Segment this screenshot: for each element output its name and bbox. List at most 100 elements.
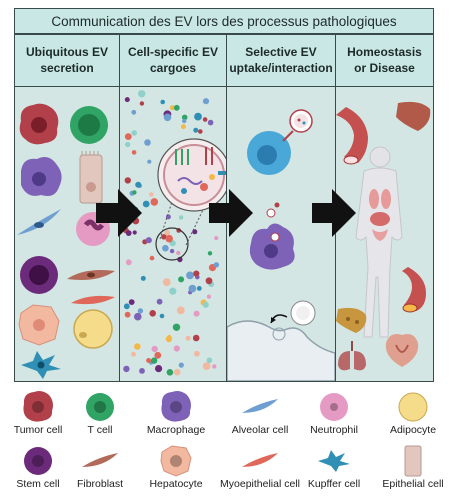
uptake-illustration (227, 109, 335, 381)
ev-particle (169, 105, 175, 111)
adipocyte-icon (73, 309, 113, 349)
diseased-liver-icon (336, 307, 367, 333)
ev-particle (142, 200, 150, 208)
ev-particle (150, 198, 159, 206)
stem-cell-icon (24, 447, 52, 475)
zoom-circle (155, 227, 189, 261)
ev-particle (167, 334, 172, 340)
ev-particle (214, 236, 219, 241)
ev-particle (131, 150, 137, 155)
t-cell-icon (70, 106, 108, 144)
column-outcome: Homeostasis or Disease (336, 35, 433, 381)
ev-particle (176, 250, 181, 256)
ev-particle (186, 271, 194, 280)
column-header-uptake: Selective EV uptake/interaction (227, 35, 335, 87)
ev-particle (146, 358, 152, 363)
legend-label: Alveolar cell (231, 424, 289, 436)
hepatocyte-icon (160, 445, 192, 477)
tumor-cell-icon (19, 103, 59, 145)
magnified-ev-icon (157, 138, 226, 212)
ev-particle (134, 343, 141, 350)
column-body-secretion (15, 87, 119, 381)
ev-particle (145, 237, 152, 244)
ev-particle (182, 118, 187, 124)
arrow-right-icon (312, 189, 356, 237)
kupffer-cell-icon (21, 351, 61, 379)
ev-particle (135, 181, 142, 188)
ev-particle (150, 357, 158, 364)
ev-particle (202, 98, 210, 105)
ev-particle (192, 334, 200, 342)
legend-label: T cell (87, 424, 113, 436)
ev-particle (178, 362, 184, 368)
column-cargoes: Cell-specific EV cargoes (120, 35, 226, 381)
ev-particle (202, 117, 208, 122)
legend-label: Tumor cell (13, 424, 63, 436)
ev-particle (196, 286, 202, 291)
alveolar-cell-icon (242, 399, 278, 413)
legend-label: Fibroblast (76, 478, 124, 490)
legend-label: Neutrophil (310, 424, 358, 436)
adipocyte-icon (398, 392, 428, 422)
ev-particle (173, 104, 180, 111)
human-body-icon (355, 146, 403, 338)
ev-particle (198, 129, 203, 134)
ev-particle (194, 112, 202, 121)
ev-particle (147, 159, 152, 164)
fibroblast-icon (82, 453, 118, 467)
ev-particle (176, 306, 185, 315)
ev-particle (123, 365, 130, 373)
column-header-secretion: Ubiquitous EV secretion (15, 35, 119, 87)
recipient-cell-icon (247, 131, 291, 175)
ev-particle (181, 114, 188, 121)
column-body-uptake (227, 87, 335, 381)
ev-particle (162, 244, 169, 252)
ev-particle (140, 275, 146, 281)
legend-label: Macrophage (146, 424, 206, 436)
ev-particle (207, 251, 213, 256)
ev-particle (124, 97, 130, 103)
legend-label: Hepatocyte (149, 478, 203, 490)
diagram-title: Communication des EV lors des processus … (14, 8, 434, 34)
ev-particle (205, 277, 213, 285)
ev-particle (160, 99, 165, 105)
ev-particle (139, 101, 145, 106)
diagram-panel: Ubiquitous EV secretion (14, 34, 434, 382)
ev-particle (134, 312, 142, 321)
ev-particle (166, 369, 174, 376)
ev-particle (156, 298, 163, 305)
ev-particle (131, 130, 137, 136)
ev-particle (163, 113, 172, 122)
ev-particle (172, 323, 181, 331)
ev-particle (206, 294, 211, 299)
ev-particle (193, 310, 200, 317)
heart-icon (385, 334, 419, 367)
ev-particle (178, 215, 184, 220)
ev-particle (125, 141, 131, 148)
column-header-cargoes: Cell-specific EV cargoes (120, 35, 226, 87)
ev-particle (154, 351, 162, 359)
ev-particle (202, 362, 211, 370)
ev-particle (149, 310, 156, 317)
ev-particle (131, 351, 136, 357)
column-body-outcome (336, 87, 433, 381)
ev-particle (180, 124, 186, 130)
ev-particle (132, 230, 137, 235)
ev-particle (193, 127, 199, 133)
legend-label: Myoepithelial cell (220, 478, 300, 490)
hepatocyte-icon (18, 304, 60, 346)
neutrophil-icon (320, 393, 348, 421)
ev-particle (137, 308, 144, 314)
column-body-cargoes (120, 87, 226, 381)
ev-particle (169, 287, 177, 295)
cell-type-legend: Tumor cell T cell Macrophage Alveolar cell N… (0, 382, 450, 500)
column-header-outcome: Homeostasis or Disease (336, 35, 433, 87)
ev-particle-icon (266, 208, 276, 218)
epithelial-cell-icon (404, 445, 422, 477)
macrophage-icon (21, 157, 62, 196)
ev-particle (178, 276, 185, 283)
ev-particle (164, 229, 171, 236)
legend-label: Kupffer cell (307, 478, 361, 490)
ev-docking-icon (282, 109, 313, 142)
